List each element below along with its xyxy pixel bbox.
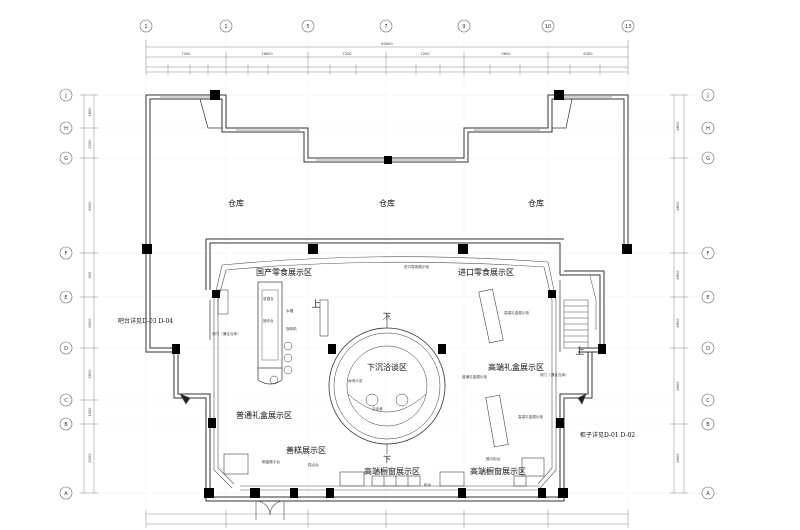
top-axis-bubbles (139, 19, 635, 33)
drawing-grid (60, 30, 720, 520)
top-axis-label: 1 (144, 24, 147, 30)
furniture-note: 水槽 (286, 308, 294, 313)
furniture-note: 进口零食展示柜 (404, 264, 430, 269)
dimension-segment: 4600 (676, 121, 680, 131)
display-cabinets (223, 288, 545, 487)
cabinet-detail-note: 柜子详见D-01 D-02 (580, 431, 635, 439)
furniture-note: 橱窗展示台 (262, 459, 280, 464)
dimension-overall: 60900 (381, 42, 393, 46)
dimension-segment: 4600 (676, 270, 680, 280)
room-label-domestic-snack: 国产零食展示区 (256, 267, 312, 277)
dimension-segment: 6000 (88, 201, 92, 211)
stair-down-label: 下 (383, 312, 391, 321)
dimension-segment: 6300 (583, 52, 593, 56)
left-axis-label: G (64, 156, 68, 162)
left-axis-label: J (64, 93, 66, 99)
right-axis-label: C (706, 398, 710, 404)
dimension-segment: 9600 (501, 52, 511, 56)
stair-right (563, 275, 597, 349)
sunken-lounge-circle (328, 315, 446, 454)
left-axis-label: A (64, 491, 68, 497)
bar-detail-note: 吧台详见D-03 D-04 (118, 317, 173, 325)
dimension-segment: 6000 (88, 318, 92, 328)
top-axis-label: 5 (306, 24, 309, 30)
furniture-note: 收银台 (263, 296, 274, 301)
room-label-warehouse: 仓库 (379, 198, 395, 208)
room-label-high-end-window: 高端橱窗展示区 (470, 466, 526, 476)
right-axis-label: A (706, 491, 710, 497)
stair-up-label: 上 (575, 346, 584, 357)
dimension-segment: 7200 (342, 52, 352, 56)
left-dimension-lines (80, 94, 98, 494)
left-axis-label: D (64, 346, 68, 352)
furniture-note: 展示柜台 (486, 456, 501, 461)
furniture-note: 洽谈桌 (372, 406, 383, 411)
dimension-segment: 7200 (420, 52, 430, 56)
room-label-pastry: 善糕展示区 (286, 445, 326, 455)
dimension-segment: 2000 (88, 139, 92, 149)
top-axis-label: 7 (384, 24, 387, 30)
main-hall-walls (145, 238, 605, 502)
left-axis-label: E (64, 295, 67, 301)
warehouse-walls (145, 94, 629, 250)
right-axis-label: F (707, 251, 710, 257)
dimension-segment: 7200 (181, 52, 191, 56)
stair-down-label: 下 (383, 455, 391, 464)
top-axis-label: 13 (625, 24, 631, 30)
room-label-sunken-lounge: 下沉洽谈区 (367, 362, 407, 372)
dimension-segment: 1800 (88, 107, 92, 117)
top-axis-label: 1 (224, 24, 227, 30)
top-axis-label: 9 (462, 24, 465, 30)
bar-counter (217, 281, 293, 385)
furniture-note: 柜台 (424, 482, 432, 487)
left-axis-label: C (64, 398, 68, 404)
right-axis-label: E (706, 295, 709, 301)
right-axis-bubbles (701, 88, 715, 500)
furniture-note: 高端礼盒展示柜 (504, 310, 530, 315)
left-axis-label: F (65, 251, 68, 257)
dimension-segment: 1500 (88, 407, 92, 417)
furniture-note: 侧门（通往仓库） (540, 372, 569, 377)
structural-columns (142, 90, 632, 498)
room-label-warehouse: 仓库 (228, 198, 244, 208)
top-axis-label: 10 (545, 24, 551, 30)
right-axis-label: G (706, 156, 710, 162)
dimension-segment: 4600 (676, 453, 680, 463)
furniture-note: 咖啡机 (286, 326, 297, 331)
furniture-note: 普通礼盒展示柜 (462, 374, 488, 379)
furniture-note: 糕点台 (308, 462, 319, 467)
right-axis-label: J (706, 93, 708, 99)
furniture-note: 侧门（通往仓库） (212, 331, 241, 336)
entrance-doors (179, 393, 587, 520)
furniture-note: 休闲沙发 (348, 378, 363, 383)
dimension-segment: 3600 (88, 369, 92, 379)
dimension-segment: 4600 (676, 201, 680, 211)
left-axis-label: B (64, 422, 68, 428)
dimension-segment: 4600 (676, 318, 680, 328)
top-dimension-lines (145, 40, 629, 75)
left-axis-bubbles (59, 88, 73, 500)
right-axis-label: H (706, 126, 710, 132)
left-axis-label: H (64, 126, 68, 132)
room-label-high-end-window: 高端橱窗展示区 (364, 466, 420, 476)
stair-up-label: 上 (311, 299, 320, 310)
room-label-warehouse: 仓库 (528, 198, 544, 208)
room-label-imported-snack: 进口零食展示区 (458, 267, 514, 277)
room-label-high-end-gift-box: 高端礼盒展示区 (488, 362, 544, 372)
dimension-segment: 900 (88, 271, 92, 279)
right-axis-label: D (706, 346, 710, 352)
dimension-segment: 5200 (88, 453, 92, 463)
room-label-regular-gift-box: 普通礼盒展示区 (236, 410, 292, 420)
dimension-segment: 4600 (676, 381, 680, 391)
right-axis-label: B (706, 422, 710, 428)
furniture-note: 高端礼盒展示柜 (518, 414, 544, 419)
furniture-note: 操作台 (263, 318, 274, 323)
dimension-segment: 16800 (261, 52, 273, 56)
bottom-dimension-lines (145, 510, 629, 528)
right-dimension-lines (670, 94, 688, 494)
